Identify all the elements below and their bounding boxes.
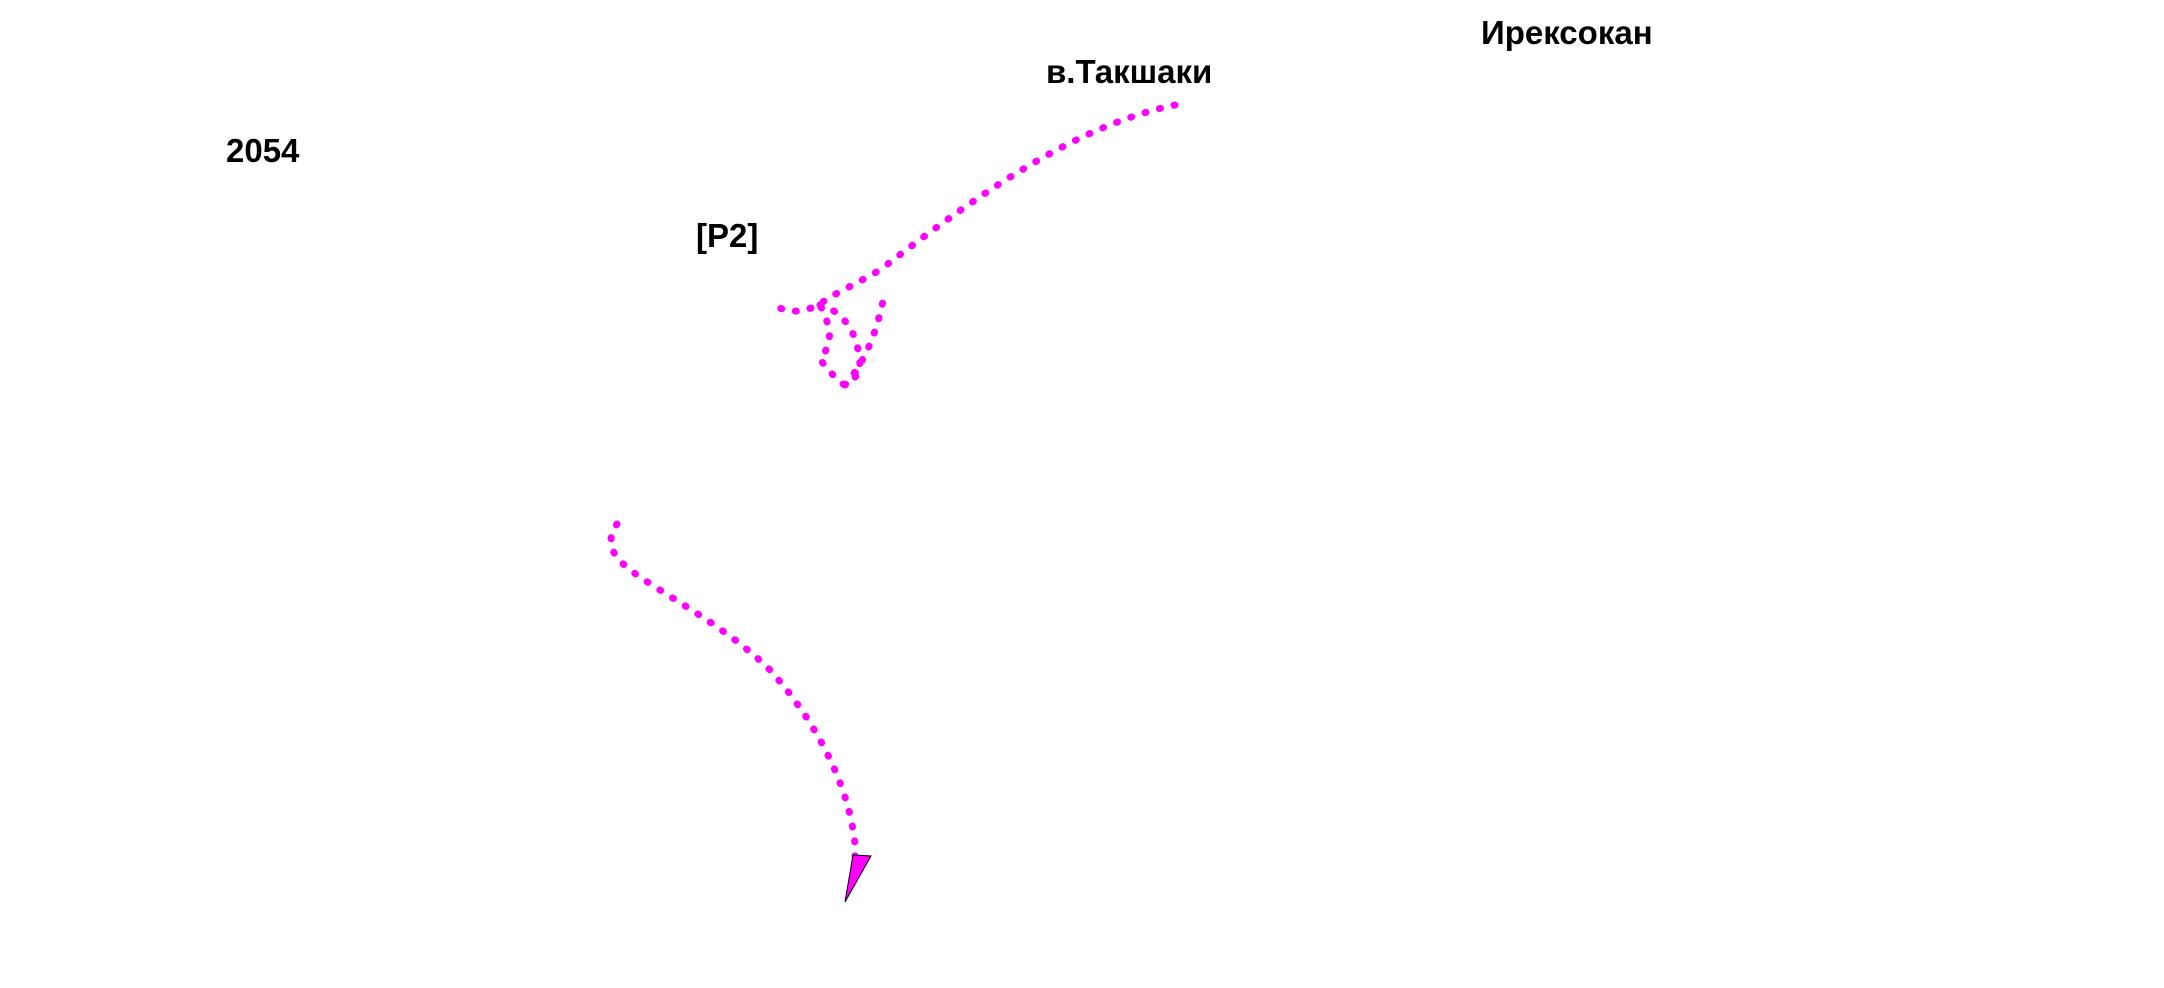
elevation-label: 2054 xyxy=(226,132,300,169)
route-loop-tail xyxy=(841,286,889,389)
route-segment-lower xyxy=(607,520,859,864)
peak-label-takshaki: в.Такшаки xyxy=(1046,53,1213,90)
settlement-label-ireksokan: Ирексокан xyxy=(1481,14,1653,51)
route-arrow-icon xyxy=(844,854,872,903)
pass-marker-label: [P2] xyxy=(696,217,759,254)
route-segment-upper xyxy=(766,101,1179,315)
